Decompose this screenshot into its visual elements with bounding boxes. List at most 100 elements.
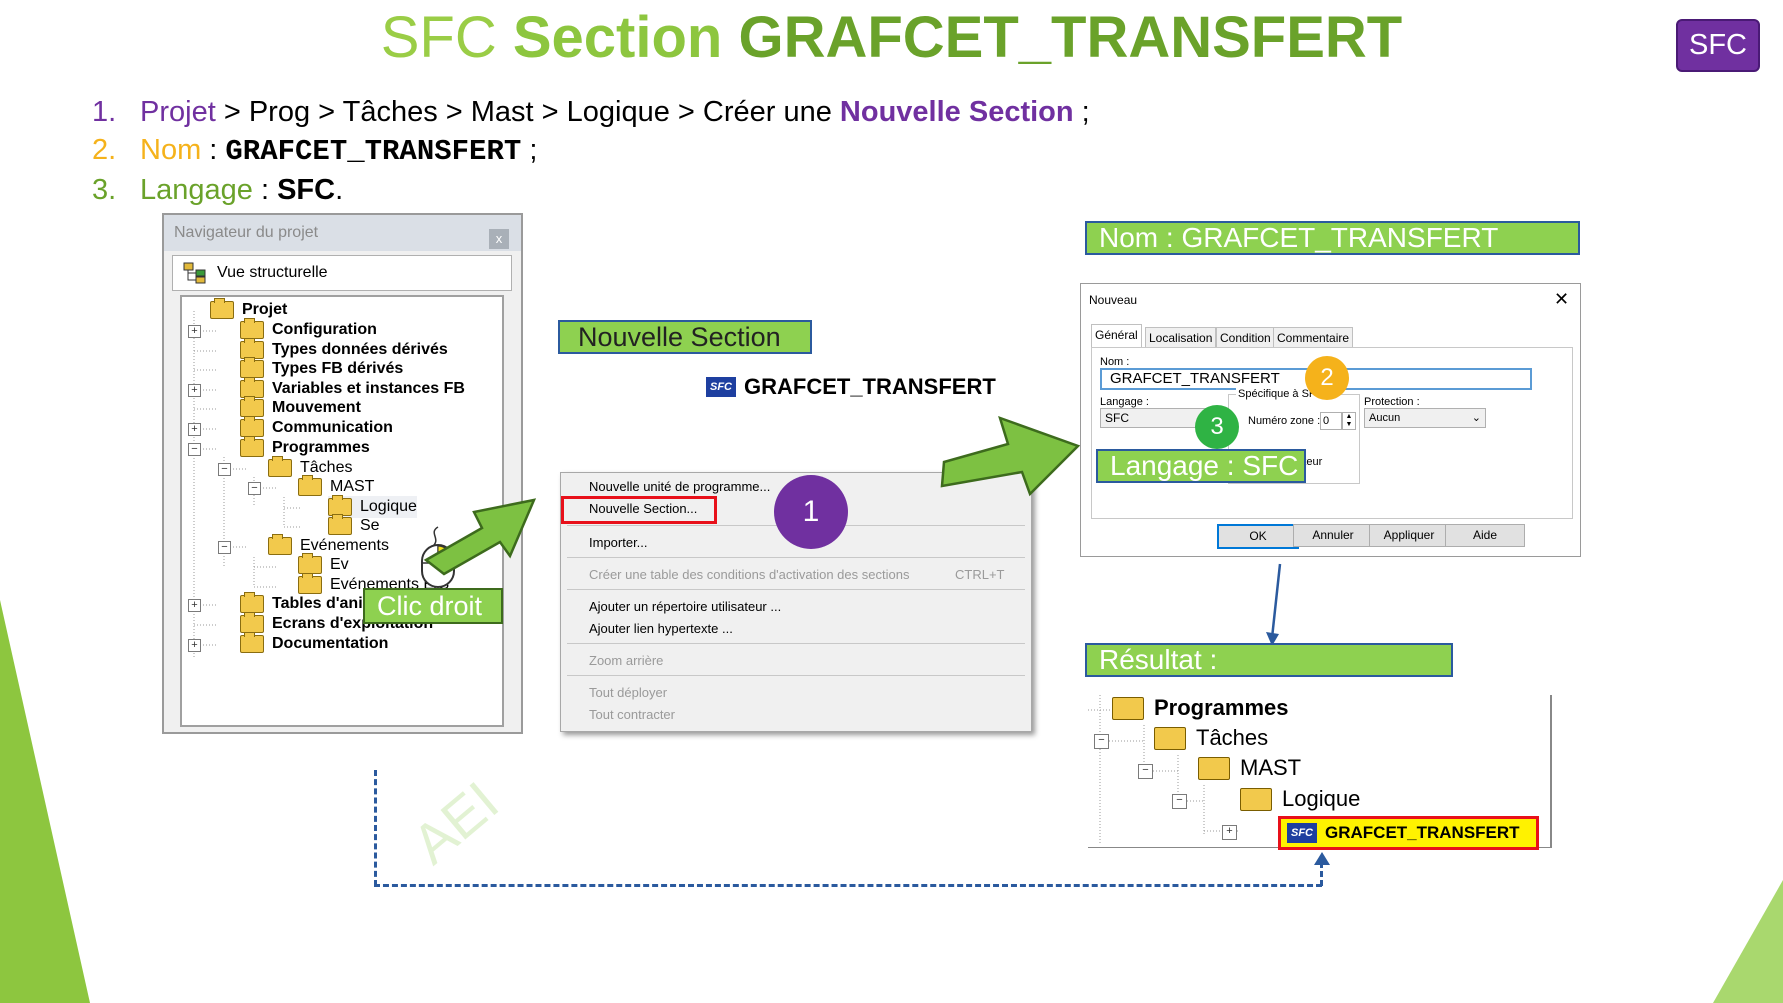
tree-item-label: Evénements [300,537,389,554]
expand-icon[interactable]: + [188,325,201,338]
slide-title: SFC Section GRAFCET_TRANSFERT [0,4,1783,71]
apply-button[interactable]: Appliquer [1369,524,1449,547]
step-keyword: Langage [140,174,253,206]
expand-icon[interactable]: + [188,599,201,612]
tree-item-types-fb[interactable]: Types FB dérivés [240,357,404,380]
expand-icon[interactable]: + [188,423,201,436]
collapse-icon[interactable]: − [1094,734,1109,749]
tree-item-types-donnees[interactable]: Types données dérivés [240,338,448,361]
structural-view-header[interactable]: Vue structurelle [172,255,512,291]
menu-item-nouvelle-unite[interactable]: Nouvelle unité de programme... [589,479,771,494]
sfc-section-icon: SFC [1287,823,1317,843]
tab-localisation[interactable]: Localisation [1145,327,1217,348]
folder-icon [240,396,264,417]
tree-item-ecrans[interactable]: Ecrans d'exploitation [240,612,433,635]
folder-icon [1154,726,1186,750]
collapse-icon[interactable]: − [188,443,201,456]
dashed-arrowhead-icon [1314,852,1330,865]
collapse-icon[interactable]: − [1138,764,1153,779]
step-separator: : [201,134,226,166]
title-part-section: Section [512,5,739,70]
project-tree: Projet + Configuration Types données dér… [180,295,504,727]
tree-item-projet[interactable]: Projet [210,298,288,321]
folder-icon [298,475,322,496]
menu-item-tout-contracter[interactable]: Tout contracter [589,707,675,722]
zone-number-label: Numéro zone : [1248,415,1321,427]
folder-icon [298,553,322,574]
collapse-icon[interactable]: − [218,541,231,554]
zone-number-input[interactable]: 0 [1320,412,1342,430]
tab-condition[interactable]: Condition [1216,327,1275,348]
navigator-titlebar: Navigateur du projet x [164,215,521,251]
help-button[interactable]: Aide [1445,524,1525,547]
zone-stepper-icon[interactable]: ▲▼ [1342,412,1356,430]
menu-item-importer[interactable]: Importer... [589,535,648,550]
tree-item-logique[interactable]: Logique [328,495,417,518]
protection-value: Aucun [1369,412,1401,424]
result-logique[interactable]: Logique [1240,786,1360,812]
sfc-badge: SFC [1676,19,1760,72]
folder-icon [240,416,264,437]
tree-item-label: Types FB dérivés [272,360,404,377]
tree-item-taches[interactable]: Tâches [268,456,352,479]
tree-item-evenements[interactable]: Evénements [268,534,389,557]
menu-item-tout-deployer[interactable]: Tout déployer [589,685,668,700]
step-end: ; [1073,96,1090,128]
folder-icon [240,592,264,613]
project-navigator-window: Navigateur du projet x Vue structurelle … [162,213,523,734]
folder-icon [210,298,234,319]
tab-commentaire[interactable]: Commentaire [1273,327,1354,348]
tree-item-ev[interactable]: Ev [298,553,349,576]
result-item-label: Logique [1282,786,1361,811]
navigator-title: Navigateur du projet [174,224,319,241]
tree-item-programmes[interactable]: Programmes [240,436,370,459]
step-keyword: Nom [140,134,202,166]
ok-button[interactable]: OK [1217,524,1299,549]
tree-item-mast[interactable]: MAST [298,475,375,498]
structural-view-label: Vue structurelle [217,264,328,281]
menu-item-ajouter-repertoire[interactable]: Ajouter un répertoire utilisateur ... [589,599,782,614]
tree-item-label: MAST [330,478,375,495]
menu-item-ajouter-lien[interactable]: Ajouter lien hypertexte ... [589,621,733,636]
cancel-button[interactable]: Annuler [1293,524,1373,547]
tree-item-label: Projet [242,301,288,318]
tree-item-se[interactable]: Se [328,514,380,537]
tree-item-configuration[interactable]: Configuration [240,318,377,341]
close-icon[interactable]: x [489,229,509,249]
folder-icon [1112,696,1144,720]
nouvelle-section-label: Nouvelle Section [558,320,812,354]
tree-item-communication[interactable]: Communication [240,416,393,439]
step-number: 3. [92,174,117,206]
langage-select[interactable]: SFC [1100,408,1226,428]
expand-icon[interactable]: + [188,384,201,397]
tree-item-mouvement[interactable]: Mouvement [240,396,361,419]
result-mast[interactable]: MAST [1198,755,1301,781]
expand-icon[interactable]: + [1222,825,1237,840]
langage-overlay-label: Langage : SFC [1096,449,1306,483]
close-icon[interactable]: ✕ [1554,289,1570,309]
tree-item-documentation[interactable]: Documentation [240,632,389,655]
menu-item-creer-table[interactable]: Créer une table des conditions d'activat… [589,567,910,582]
collapse-icon[interactable]: − [1172,794,1187,809]
arrow-to-menu-icon [423,498,537,576]
step-highlight: Nouvelle Section [839,96,1074,128]
menu-item-zoom-arriere[interactable]: Zoom arrière [589,653,664,668]
step-number: 1. [92,96,117,128]
step-highlight: SFC [277,174,336,206]
nom-label: Nom : GRAFCET_TRANSFERT [1085,221,1580,255]
menu-item-nouvelle-section[interactable]: Nouvelle Section... [589,501,698,516]
tab-general[interactable]: Général [1091,324,1142,348]
tree-item-label: Documentation [272,635,389,652]
folder-icon [240,436,264,457]
collapse-icon[interactable]: − [218,463,231,476]
expand-icon[interactable]: + [188,639,201,652]
collapse-icon[interactable]: − [248,482,261,495]
protection-select[interactable]: Aucun⌄ [1364,408,1486,428]
result-programmes[interactable]: Programmes [1112,695,1289,721]
tree-view-icon [183,262,206,284]
tree-item-variables[interactable]: Variables et instances FB [240,377,465,400]
folder-icon [328,514,352,535]
result-taches[interactable]: Tâches [1154,725,1268,751]
watermark: AEI [400,769,510,876]
